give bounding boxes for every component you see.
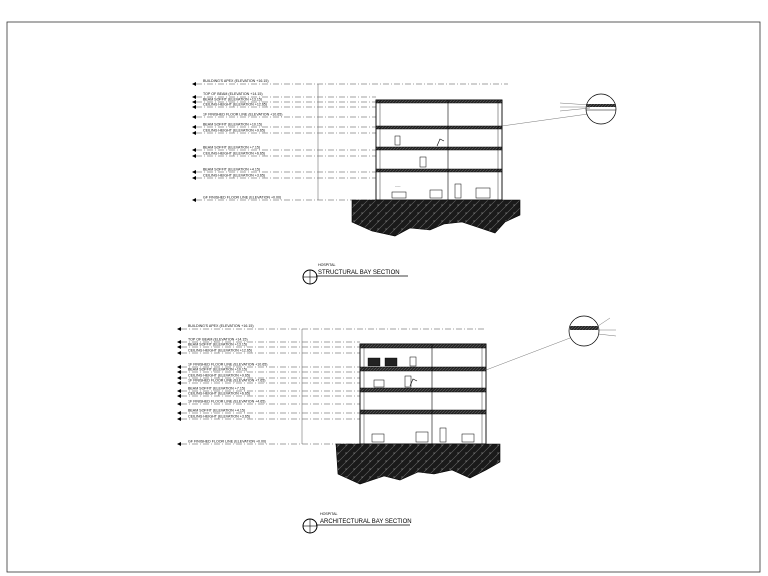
level-label: CEILING HEIGHT (ELEVATION +12.65) [203,103,267,107]
section-title: ARCHITECTURAL BAY SECTION [320,519,412,525]
architectural-level-labels: BUILDING'S APEX (ELEVATION +16.15) TOP O… [188,324,267,444]
project-name: HOSPITAL [320,512,338,516]
structural-level-lines [196,83,508,201]
level-label: BEAM SOFFIT (ELEVATION +7.15) [188,387,245,391]
level-label: 1F FINISHED FLOOR LINE (ELEVATION +10.65… [188,363,267,367]
level-label: 1F FINISHED FLOOR LINE (ELEVATION +4.65) [188,400,265,404]
architectural-detail-callout [485,315,617,371]
architectural-foundation [335,443,501,485]
sheet-border [6,21,761,573]
structural-level-labels: BUILDING'S APEX (ELEVATION +16.15) TOP O… [203,79,282,200]
level-label: BEAM SOFFIT (ELEVATION +4.15) [188,409,245,413]
structural-section: BUILDING'S APEX (ELEVATION +16.15) TOP O… [192,79,617,285]
level-label: TOP OF BEAM (ELEVATION +14.15) [203,92,263,96]
room-tag: ─── [394,185,401,188]
project-name: HOSPITAL [318,263,336,267]
level-label: BUILDING'S APEX (ELEVATION +16.15) [188,324,254,328]
level-label: BUILDING'S APEX (ELEVATION +16.15) [203,79,269,83]
level-label: BEAM SOFFIT (ELEVATION +4.15) [203,168,260,172]
level-label: TOP OF BEAM (ELEVATION +14.15) [188,338,248,342]
level-label: CEILING HEIGHT (ELEVATION +3.65) [203,174,265,178]
level-label: CEILING HEIGHT (ELEVATION +3.65) [188,415,250,419]
level-label: 1F FINISHED FLOOR LINE (ELEVATION +10.65… [203,113,282,117]
level-label: BEAM SOFFIT (ELEVATION +10.15) [188,368,247,372]
architectural-building [359,343,487,445]
level-label: GF FINISHED FLOOR LINE (ELEVATION +0.00) [188,440,266,444]
structural-title-block: HOSPITAL STRUCTURAL BAY SECTION [302,263,408,285]
structural-building: ─── [375,99,503,201]
architectural-title-block: HOSPITAL ARCHITECTURAL BAY SECTION [302,512,412,534]
level-label: BEAM SOFFIT (ELEVATION +7.15) [203,146,260,150]
level-label: CEILING HEIGHT (ELEVATION +12.65) [188,349,252,353]
architectural-level-markers [177,327,181,446]
level-label: CEILING HEIGHT (ELEVATION +6.65) [203,152,265,156]
level-label: GF FINISHED FLOOR LINE (ELEVATION +0.00) [203,196,281,200]
structural-level-markers [192,82,196,202]
section-title: STRUCTURAL BAY SECTION [318,270,400,276]
architectural-level-lines [181,328,486,445]
level-label: BEAM SOFFIT (ELEVATION +10.15) [203,123,262,127]
level-label: 1F FINISHED FLOOR LINE (ELEVATION +7.65) [188,379,265,383]
level-label: CEILING HEIGHT (ELEVATION +6.65) [188,392,250,396]
level-label: BEAM SOFFIT (ELEVATION +13.15) [203,98,262,102]
structural-foundation [351,199,521,237]
architectural-section: BUILDING'S APEX (ELEVATION +16.15) TOP O… [177,315,617,534]
level-label: CEILING HEIGHT (ELEVATION +9.65) [188,374,250,378]
level-label: BEAM SOFFIT (ELEVATION +13.15) [188,343,247,347]
level-label: CEILING HEIGHT (ELEVATION +9.65) [203,129,265,133]
structural-detail-callout [501,93,617,127]
